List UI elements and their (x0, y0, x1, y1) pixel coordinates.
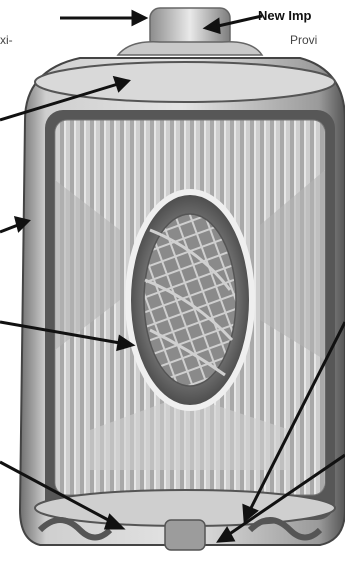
core-cutaway (128, 192, 252, 408)
feature-label-subtitle: Provi (290, 33, 317, 47)
feature-label-title: New Imp (258, 8, 311, 23)
left-label-fragment: xi- (0, 33, 13, 47)
